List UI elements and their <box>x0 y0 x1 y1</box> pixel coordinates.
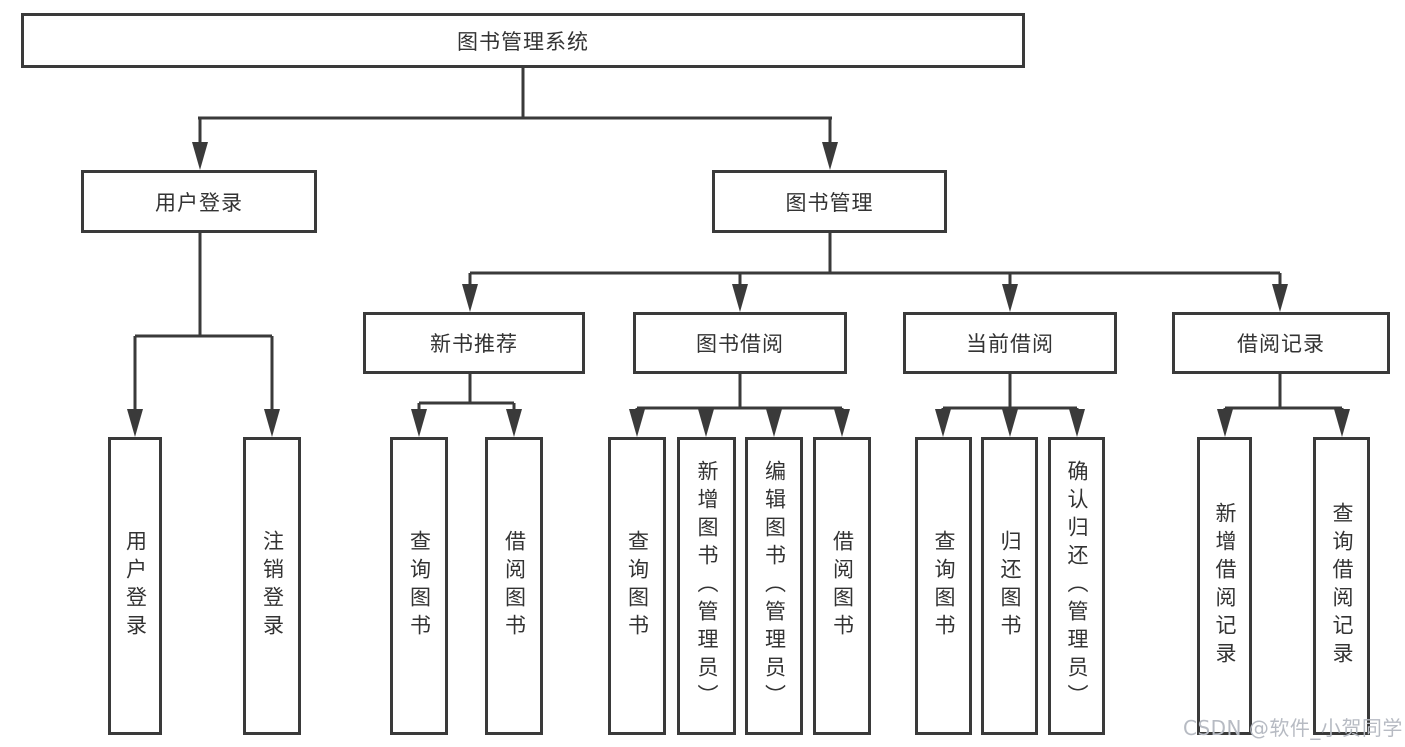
arrowheads <box>127 142 1350 437</box>
connector-records-to-leaves <box>1223 374 1344 412</box>
connector-bookmgmt-to-level3 <box>468 233 1282 286</box>
leaf-query-books-recommend: 查询图书 <box>390 437 448 735</box>
node-book-management: 图书管理 <box>712 170 947 233</box>
node-label: 用户登录 <box>155 190 243 215</box>
connector-newbook-to-leaves <box>417 374 516 412</box>
node-root-system: 图书管理系统 <box>21 13 1025 68</box>
node-new-book-recommend: 新书推荐 <box>363 312 585 374</box>
leaf-add-books-admin: 新增图书（管理员） <box>677 437 736 735</box>
leaf-query-books-borrow: 查询图书 <box>608 437 666 735</box>
node-label: 图书借阅 <box>696 332 784 356</box>
leaf-user-login: 用户登录 <box>108 437 162 735</box>
leaf-add-borrow-record: 新增借阅记录 <box>1197 437 1252 735</box>
leaf-borrow-books: 借阅图书 <box>813 437 871 735</box>
node-label: 用户登录 <box>123 530 148 642</box>
leaf-logout: 注销登录 <box>243 437 301 735</box>
node-label: 注销登录 <box>260 530 285 642</box>
connector-bookborrow-to-leaves <box>635 374 844 412</box>
connector-userlogin-to-leaves <box>133 233 274 412</box>
leaf-query-books-current: 查询图书 <box>915 437 972 735</box>
node-label: 归还图书 <box>998 530 1022 642</box>
node-label: 图书管理 <box>785 190 874 215</box>
node-label: 查询图书 <box>625 530 650 642</box>
node-label: 借阅图书 <box>502 530 527 642</box>
node-label: 查询图书 <box>932 530 956 642</box>
node-label: 当前借阅 <box>966 332 1054 356</box>
node-label: 查询图书 <box>407 530 432 642</box>
node-label: 图书管理系统 <box>457 29 589 54</box>
connector-root-to-level2 <box>198 68 832 144</box>
leaf-edit-books-admin: 编辑图书（管理员） <box>745 437 803 735</box>
leaf-query-borrow-record: 查询借阅记录 <box>1313 437 1370 735</box>
connector-currentborrow-to-leaves <box>941 374 1079 412</box>
node-label: 编辑图书（管理员） <box>762 460 787 712</box>
node-label: 查询借阅记录 <box>1330 502 1354 670</box>
node-current-borrowing: 当前借阅 <box>903 312 1117 374</box>
node-label: 借阅记录 <box>1237 332 1325 356</box>
csdn-watermark: CSDN @软件_小贺同学 <box>1183 716 1403 740</box>
node-label: 借阅图书 <box>830 530 855 642</box>
leaf-return-books: 归还图书 <box>981 437 1038 735</box>
node-label: 新增借阅记录 <box>1213 502 1237 670</box>
node-label: 新书推荐 <box>430 332 518 356</box>
node-borrowing-records: 借阅记录 <box>1172 312 1390 374</box>
leaf-confirm-return-admin: 确认归还（管理员） <box>1048 437 1105 735</box>
leaf-borrow-books-recommend: 借阅图书 <box>485 437 543 735</box>
node-label: 确认归还（管理员） <box>1065 460 1089 712</box>
node-user-login: 用户登录 <box>81 170 317 233</box>
node-label: 新增图书（管理员） <box>695 460 719 712</box>
node-book-borrowing: 图书借阅 <box>633 312 847 374</box>
